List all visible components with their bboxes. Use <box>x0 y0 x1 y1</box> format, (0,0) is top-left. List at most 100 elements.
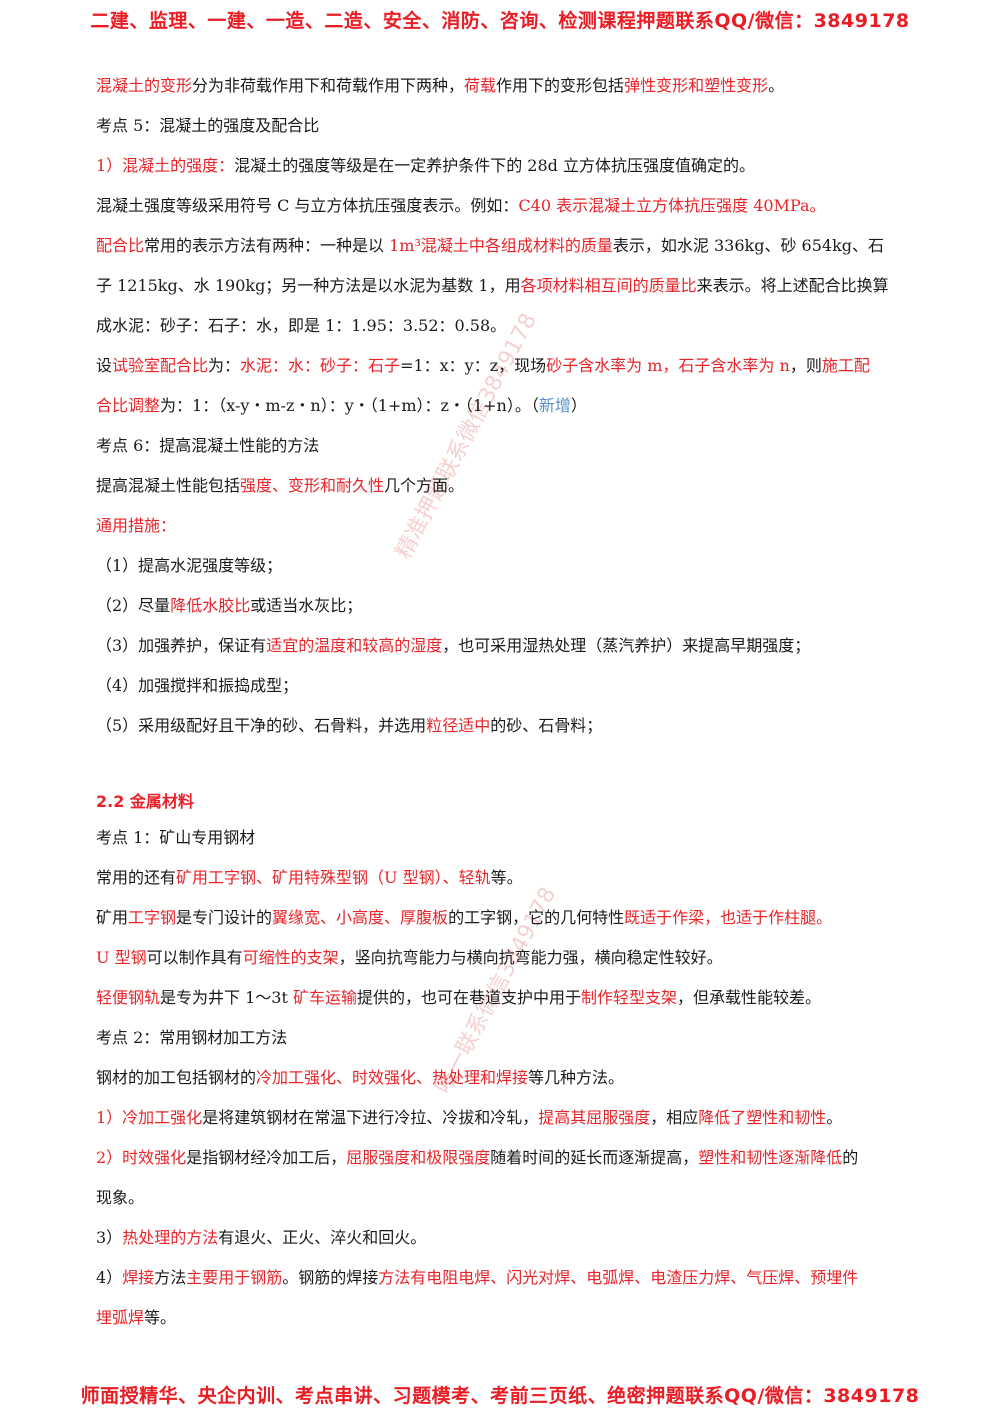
highlight-text: 强度、变形和耐久性 <box>240 476 385 495</box>
text-line: （5）采用级配好且干净的砂、石骨料，并选用粒径适中的砂、石骨料； <box>96 716 602 736</box>
text-line: 设试验室配合比为：水泥：水：砂子：石子=1：x：y：z，现场砂子含水率为 m，石… <box>96 356 870 376</box>
highlight-text: 既适于作梁，也适于作柱腿。 <box>624 908 833 927</box>
text-line: （2）尽量降低水胶比或适当水灰比； <box>96 596 362 616</box>
highlight-text: 埋弧焊 <box>96 1308 145 1327</box>
highlight-text: 降低水胶比 <box>170 596 251 615</box>
highlight-text: 屈服强度和极限强度 <box>346 1148 491 1167</box>
body-text: ） <box>570 396 587 415</box>
highlight-text: U 型钢 <box>96 948 147 967</box>
body-text: 等。 <box>144 1308 177 1327</box>
text-line: 1）混凝土的强度：混凝土的强度等级是在一定养护条件下的 28d 立方体抗压强度值… <box>96 156 755 176</box>
text-line: 子 1215kg、水 190kg；另一种方法是以水泥为基数 1，用各项材料相互间… <box>96 276 889 296</box>
highlight-text: 2）时效强化 <box>96 1148 187 1167</box>
body-text: 来表示。将上述配合比换算 <box>696 276 889 295</box>
body-text: 分为非荷载作用下和荷载作用下两种， <box>192 76 465 95</box>
highlight-text: 弹性变形和塑性变形 <box>624 76 769 95</box>
text-line: 1）冷加工强化是将建筑钢材在常温下进行冷拉、冷拔和冷轧，提高其屈服强度，相应降低… <box>96 1108 842 1128</box>
body-text: 是专门设计的 <box>176 908 273 927</box>
highlight-text: 合比调整 <box>96 396 161 415</box>
body-text: ，则 <box>789 356 822 375</box>
highlight-text: 工字钢 <box>128 908 177 927</box>
highlight-text: 砂子含水率为 m，石子含水率为 n <box>546 356 790 375</box>
highlight-text: 制作轻型支架 <box>581 988 678 1007</box>
body-text: 矿用 <box>96 908 129 927</box>
body-text: 是指钢材经冷加工后， <box>186 1148 347 1167</box>
body-text: =1：x：y：z，现场 <box>400 356 547 375</box>
body-text: ，竖向抗弯能力与横向抗弯能力强，横向稳定性较好。 <box>338 948 723 967</box>
body-text: 常用的还有 <box>96 868 177 887</box>
body-text: 是专为井下 1～3t <box>160 988 293 1007</box>
body-text: 几个方面。 <box>384 476 465 495</box>
body-text: 子 1215kg、水 190kg；另一种方法是以水泥为基数 1，用 <box>96 276 521 295</box>
body-text: （1）提高水泥强度等级； <box>96 556 283 575</box>
text-line: 考点 2：常用钢材加工方法 <box>96 1028 287 1048</box>
body-text: 的砂、石骨料； <box>490 716 603 735</box>
highlight-text: 通用措施： <box>96 516 177 535</box>
text-line: 考点 5：混凝土的强度及配合比 <box>96 116 319 136</box>
body-text: ，但承载性能较差。 <box>677 988 822 1007</box>
text-line: 混凝土的变形分为非荷载作用下和荷载作用下两种，荷载作用下的变形包括弹性变形和塑性… <box>96 76 784 96</box>
text-line: 成水泥：砂子：石子：水，即是 1：1.95：3.52：0.58。 <box>96 316 506 336</box>
highlight-text: C40 表示混凝土立方体抗压强度 40MPa。 <box>518 196 826 215</box>
highlight-text: 新增 <box>538 396 571 415</box>
page-header: 二建、监理、一建、一造、二造、安全、消防、咨询、检测课程押题联系QQ/微信：38… <box>90 10 910 32</box>
body-text: （4）加强搅拌和振捣成型； <box>96 676 299 695</box>
highlight-text: 施工配 <box>821 356 870 375</box>
body-text: 为：1：（x-y・m-z・n）：y・（1+m）：z・（1+n）。（ <box>160 396 539 415</box>
highlight-text: 热处理的方法 <box>122 1228 219 1247</box>
body-text: 等。 <box>490 868 523 887</box>
text-line: 考点 1：矿山专用钢材 <box>96 828 255 848</box>
highlight-text: 各项材料相互间的质量比 <box>520 276 697 295</box>
body-text: 现象。 <box>96 1188 145 1207</box>
body-text: 3） <box>96 1228 123 1247</box>
highlight-text: 矿用工字钢、矿用特殊型钢（U 型钢）、轻轨 <box>176 868 491 887</box>
section-heading: 2.2 金属材料 <box>96 792 194 811</box>
text-line: 混凝土强度等级采用符号 C 与立方体抗压强度表示。例如：C40 表示混凝土立方体… <box>96 196 826 216</box>
highlight-text: 1）混凝土的强度： <box>96 156 235 175</box>
body-text: ，相应 <box>650 1108 699 1127</box>
watermark-text: 精准押题联系微信3849178 <box>391 309 542 564</box>
body-text: 作用下的变形包括 <box>496 76 625 95</box>
body-text: 。 <box>826 1108 843 1127</box>
text-line: 常用的还有矿用工字钢、矿用特殊型钢（U 型钢）、轻轨等。 <box>96 868 523 888</box>
body-text: 混凝土强度等级采用符号 C 与立方体抗压强度表示。例如： <box>96 196 519 215</box>
highlight-text: 翼缘宽、小高度、厚腹板 <box>272 908 449 927</box>
highlight-text: 矿车运输 <box>292 988 357 1007</box>
highlight-text: 水泥：水：砂子：石子 <box>240 356 401 375</box>
text-line: 矿用工字钢是专门设计的翼缘宽、小高度、厚腹板的工字钢，它的几何特性既适于作梁，也… <box>96 908 832 928</box>
highlight-text: 主要用于钢筋 <box>186 1268 283 1287</box>
text-line: （1）提高水泥强度等级； <box>96 556 282 576</box>
text-line: 2）时效强化是指钢材经冷加工后，屈服强度和极限强度随着时间的延长而逐渐提高，塑性… <box>96 1148 858 1168</box>
body-text: （5）采用级配好且干净的砂、石骨料，并选用 <box>96 716 427 735</box>
body-text: 是将建筑钢材在常温下进行冷拉、冷拔和冷轧， <box>202 1108 539 1127</box>
page-footer: 师面授精华、央企内训、考点串讲、习题模考、考前三页纸、绝密押题联系QQ/微信：3… <box>80 1385 920 1407</box>
text-line: 4）焊接方法主要用于钢筋。钢筋的焊接方法有电阻电焊、闪光对焊、电弧焊、电渣压力焊… <box>96 1268 858 1288</box>
body-text: 可以制作具有 <box>146 948 243 967</box>
body-text: 混凝土的强度等级是在一定养护条件下的 28d 立方体抗压强度值确定的。 <box>234 156 755 175</box>
highlight-text: 焊接 <box>122 1268 155 1287</box>
highlight-text: 粒径适中 <box>426 716 491 735</box>
body-text: 有退火、正火、淬火和回火。 <box>218 1228 427 1247</box>
body-text: 。 <box>768 76 785 95</box>
highlight-text: 试验室配合比 <box>112 356 209 375</box>
body-text: 考点 6：提高混凝土性能的方法 <box>96 436 320 455</box>
body-text: 4） <box>96 1268 123 1287</box>
highlight-text: 轻便钢轨 <box>96 988 161 1007</box>
highlight-text: 1m³混凝土中各组成材料的质量 <box>389 236 613 255</box>
highlight-text: 配合比 <box>96 236 145 255</box>
text-line: U 型钢可以制作具有可缩性的支架，竖向抗弯能力与横向抗弯能力强，横向稳定性较好。 <box>96 948 723 968</box>
body-text: 提供的，也可在巷道支护中用于 <box>357 988 582 1007</box>
highlight-text: 混凝土的变形 <box>96 76 193 95</box>
highlight-text: 荷载 <box>464 76 497 95</box>
body-text: ，也可采用湿热处理（蒸汽养护）来提高早期强度； <box>442 636 811 655</box>
body-text: 为： <box>208 356 241 375</box>
body-text: 常用的表示方法有两种：一种是以 <box>144 236 390 255</box>
body-text: 设 <box>96 356 113 375</box>
body-text: 考点 1：矿山专用钢材 <box>96 828 256 847</box>
body-text: 随着时间的延长而逐渐提高， <box>490 1148 699 1167</box>
body-text: （3）加强养护，保证有 <box>96 636 267 655</box>
body-text: 的工字钢，它的几何特性 <box>448 908 625 927</box>
text-line: 通用措施： <box>96 516 176 536</box>
body-text: 表示，如水泥 336kg、砂 654kg、石 <box>612 236 885 255</box>
body-text: 等几种方法。 <box>528 1068 625 1087</box>
